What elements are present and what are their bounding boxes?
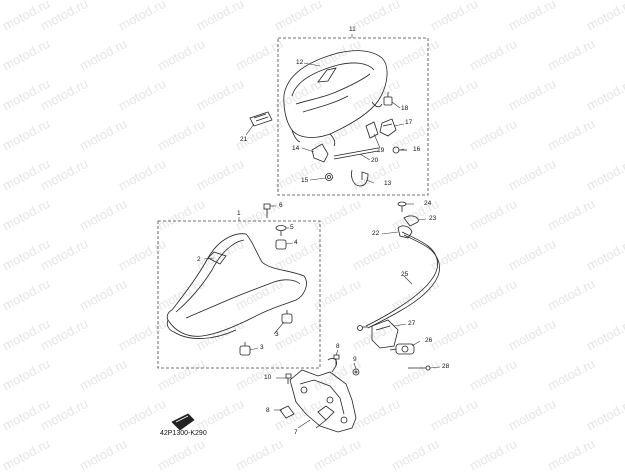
bracket-17 (380, 119, 396, 136)
damper-3a (282, 310, 292, 323)
part-code: 42P1300-K290 (160, 430, 207, 437)
bolt-8b (280, 406, 294, 418)
callout-24: 24 (424, 200, 432, 207)
front-seat-part (167, 234, 306, 339)
pad-21 (250, 112, 272, 126)
callout-25: 25 (401, 271, 409, 278)
bolt-8a (334, 355, 339, 366)
leader-lines (204, 34, 440, 428)
cable-25 (366, 232, 440, 328)
callout-15: 15 (301, 177, 309, 184)
damper-4 (276, 240, 286, 249)
callout-7: 7 (294, 429, 298, 436)
callout-8-lower: 8 (266, 407, 270, 414)
callout-11: 11 (349, 26, 356, 33)
nut-9 (353, 369, 359, 375)
callout-13: 13 (384, 180, 392, 187)
bracket-23 (404, 216, 418, 226)
callout-23: 23 (429, 215, 437, 222)
callout-5: 5 (290, 224, 294, 231)
bolt-10 (286, 374, 291, 384)
hook-13 (351, 170, 368, 186)
rear-seat-group-box (278, 38, 428, 195)
bolt-6 (264, 204, 270, 218)
rod-20 (334, 148, 378, 159)
callout-17: 17 (405, 119, 413, 126)
callout-4: 4 (294, 239, 298, 246)
damper-3b (240, 342, 250, 355)
callout-12: 12 (296, 59, 304, 66)
bolt-24 (398, 202, 406, 212)
lock-22 (398, 226, 412, 238)
callout-22: 22 (372, 230, 380, 237)
callout-9: 9 (353, 356, 357, 363)
rear-seat-part (284, 51, 387, 146)
nut-15 (326, 174, 333, 181)
callout-21: 21 (240, 136, 248, 143)
callout-3-lower: 3 (260, 344, 264, 351)
latch-bracket-7 (290, 358, 356, 432)
label-plate-icon (172, 414, 194, 430)
callout-2: 2 (197, 256, 201, 263)
callout-3-upper: 3 (275, 331, 279, 338)
callout-14: 14 (292, 145, 300, 152)
washer-5 (276, 226, 286, 237)
lock-assy-26 (390, 344, 414, 354)
callout-8-upper: 8 (336, 343, 340, 350)
cable-end (358, 326, 369, 331)
callout-19: 19 (377, 147, 385, 154)
screw-28 (408, 366, 430, 370)
callout-18: 18 (401, 105, 409, 112)
lever-27 (372, 320, 398, 348)
hook-19 (366, 122, 378, 138)
callout-6: 6 (279, 202, 283, 209)
callout-20: 20 (371, 157, 379, 164)
callout-27: 27 (408, 320, 416, 327)
callout-26: 26 (425, 337, 433, 344)
callout-10: 10 (264, 374, 272, 381)
callout-16: 16 (413, 146, 421, 153)
bracket-14 (312, 144, 328, 162)
callout-28: 28 (442, 363, 450, 370)
callout-1: 1 (237, 210, 241, 217)
damper-18 (384, 92, 392, 105)
